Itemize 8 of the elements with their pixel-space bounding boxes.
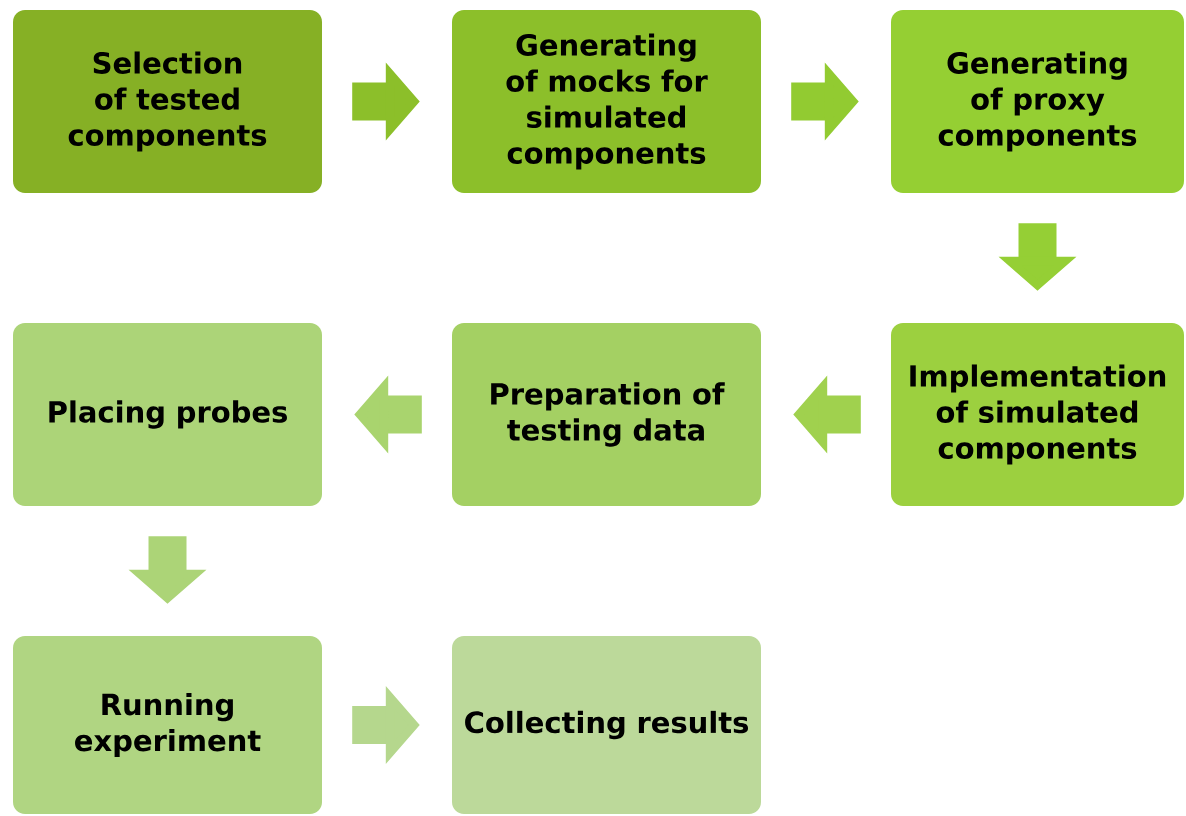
process-box: Running experiment bbox=[13, 636, 322, 814]
process-box: Selection of tested components bbox=[13, 10, 322, 193]
process-box: Generating of proxy components bbox=[891, 10, 1184, 193]
process-box: Collecting results bbox=[452, 636, 761, 814]
process-box: Generating of mocks for simulated components bbox=[452, 10, 761, 193]
process-box: Placing probes bbox=[13, 323, 322, 506]
process-box: Implementation of simulated components bbox=[891, 323, 1184, 506]
process-box: Preparation of testing data bbox=[452, 323, 761, 506]
